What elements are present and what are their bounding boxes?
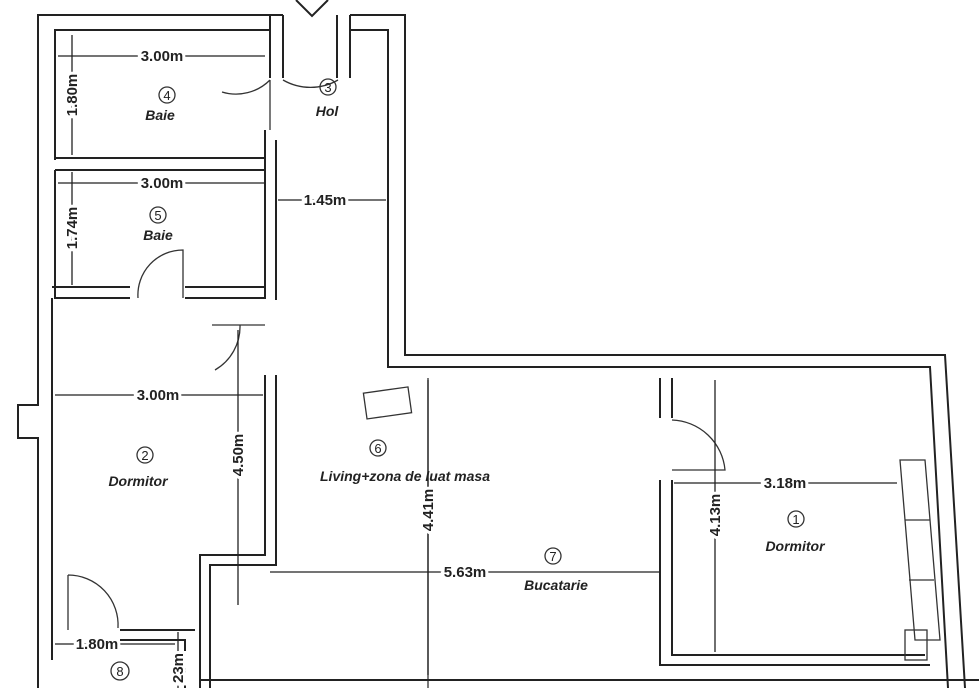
- entrance-marker-icon: [295, 0, 329, 18]
- dim-dormitor1-width: 3.18m: [764, 475, 807, 492]
- door-baie4: [221, 79, 271, 130]
- door-room8: [67, 574, 119, 630]
- svg-text:7: 7: [549, 549, 556, 564]
- dim-living-height: 4.41m: [420, 489, 437, 532]
- dimension-labels: 3.00m 1.80m 3.00m 1.74m 1.45m 3.00m 4.50…: [61, 45, 809, 686]
- svg-text:4: 4: [163, 88, 170, 103]
- dim-baie5-width: 3.00m: [141, 175, 184, 192]
- room-3-label: 3 Hol: [316, 78, 340, 119]
- svg-text:1: 1: [792, 512, 799, 527]
- room-4-label: 4 Baie: [145, 86, 176, 123]
- svg-text:Dormitor: Dormitor: [108, 473, 169, 489]
- room-6-label: 6 Living+zona de luat masa: [320, 439, 490, 484]
- exterior-walls: [17, 14, 966, 688]
- svg-text:Hol: Hol: [316, 103, 340, 119]
- svg-text:Dormitor: Dormitor: [765, 538, 826, 554]
- svg-text:5: 5: [154, 208, 161, 223]
- svg-text:Baie: Baie: [145, 107, 175, 123]
- dim-room8-width: 1.80m: [76, 636, 119, 653]
- svg-text:Living+zona de luat masa: Living+zona de luat masa: [320, 468, 490, 484]
- room-1-label: 1 Dormitor: [765, 510, 826, 554]
- svg-text:Baie: Baie: [143, 227, 173, 243]
- dim-baie4-width: 3.00m: [141, 48, 184, 65]
- door-hol: [282, 79, 339, 89]
- dim-hol-width: 1.45m: [304, 192, 347, 209]
- dim-baie4-height: 1.80m: [64, 74, 81, 117]
- dimension-lines: [55, 35, 897, 688]
- room-8-label: 8: [110, 661, 130, 681]
- doors: [67, 79, 726, 630]
- svg-text:6: 6: [374, 441, 381, 456]
- interior-walls: [51, 130, 979, 688]
- dim-living-width: 5.63m: [444, 564, 487, 581]
- svg-text:Bucatarie: Bucatarie: [524, 577, 588, 593]
- dim-room8-height: 23m: [170, 653, 187, 683]
- svg-text:2: 2: [141, 448, 148, 463]
- room-labels: 4 Baie 3 Hol 5 Baie 2 Dormitor 6 Living+…: [108, 78, 826, 681]
- door-baie5: [137, 249, 184, 299]
- svg-text:3: 3: [324, 80, 331, 95]
- dim-dormitor1-height: 4.13m: [707, 494, 724, 537]
- room-2-label: 2 Dormitor: [108, 446, 169, 489]
- room-5-label: 5 Baie: [143, 206, 173, 243]
- dim-dormitor2-height: 4.50m: [230, 434, 247, 477]
- door-dormitor1: [671, 419, 726, 471]
- door-dormitor2: [212, 324, 265, 371]
- svg-text:8: 8: [116, 664, 123, 679]
- dim-dormitor2-width: 3.00m: [137, 387, 180, 404]
- room-7-label: 7 Bucatarie: [524, 547, 588, 593]
- dim-baie5-height: 1.74m: [64, 207, 81, 250]
